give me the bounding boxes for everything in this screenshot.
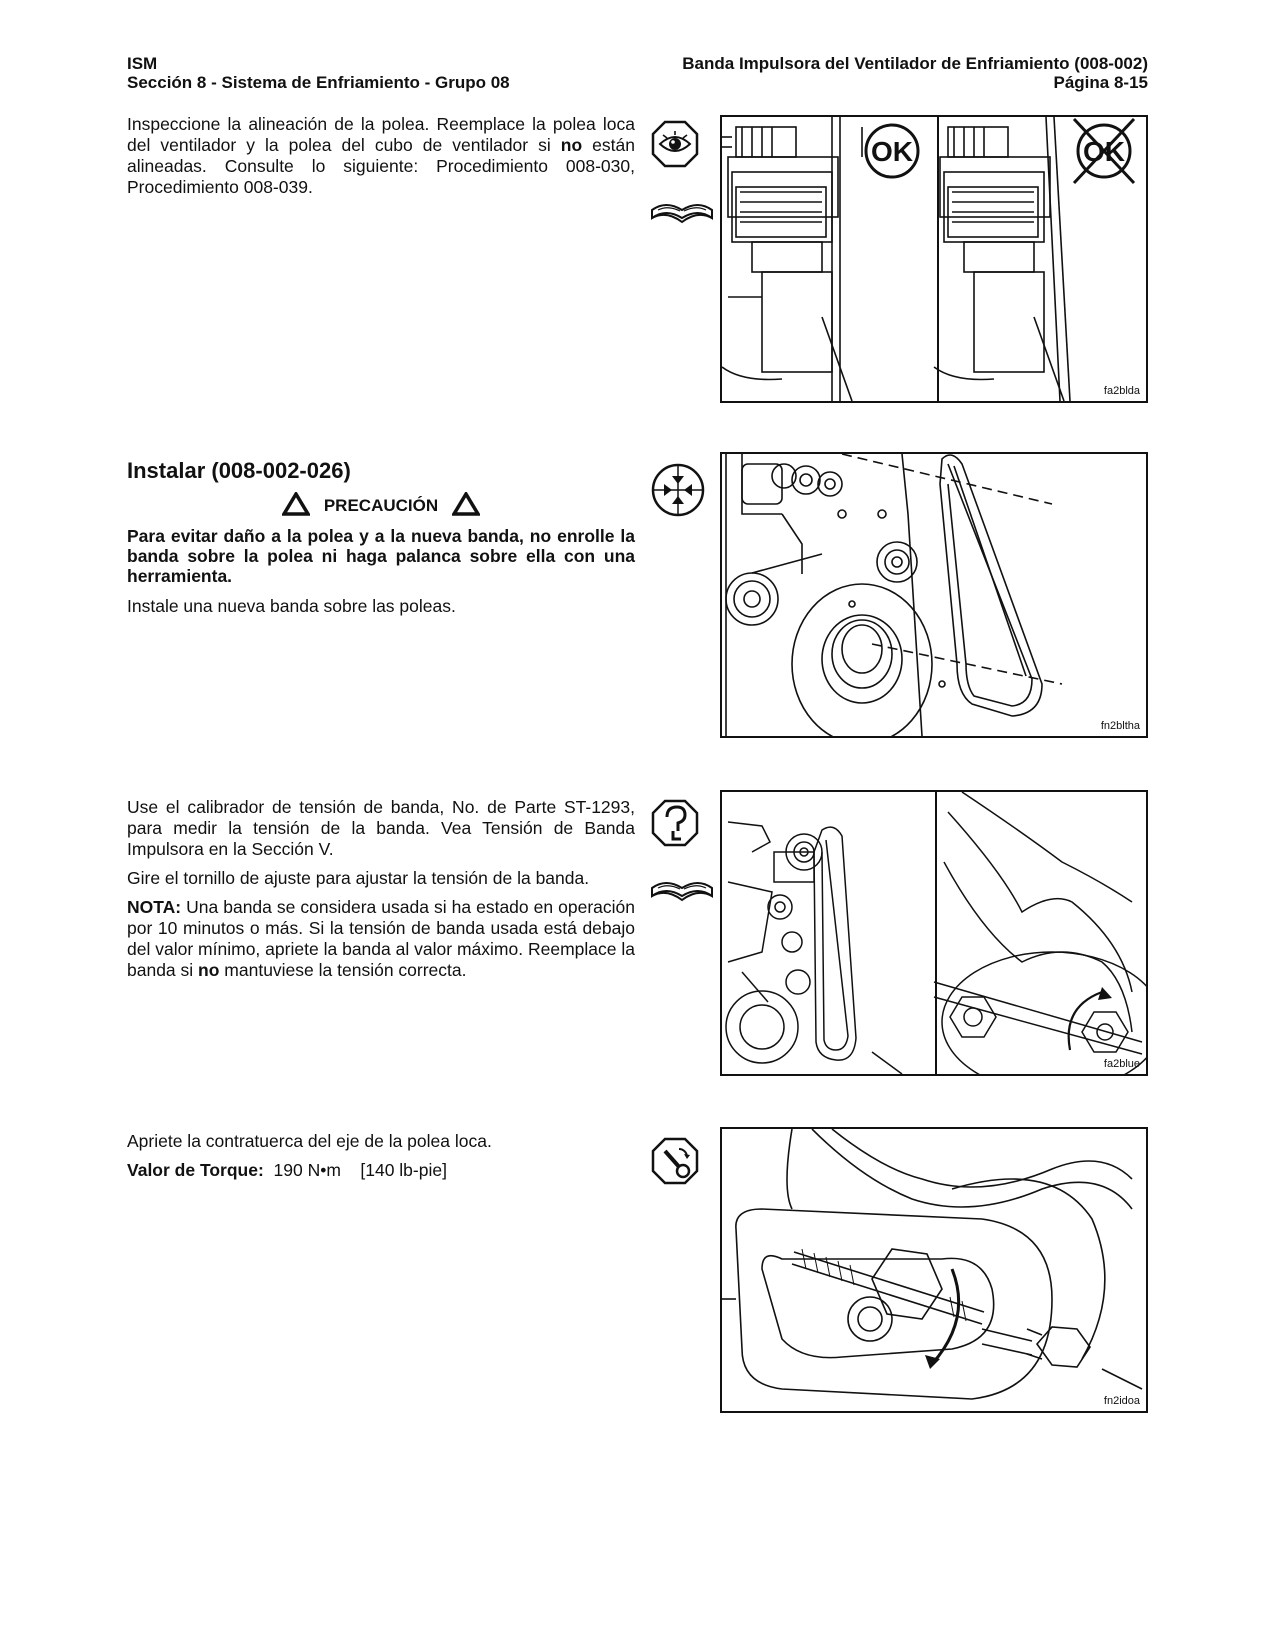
warning-triangle-icon bbox=[280, 490, 311, 521]
caution-text: Para evitar daño a la polea y a la nueva… bbox=[127, 526, 635, 586]
figure-code: fa2blda bbox=[1103, 385, 1140, 397]
manual-reference-icon bbox=[650, 196, 714, 231]
tighten-locknut-text: Apriete la contratuerca del eje de la po… bbox=[127, 1131, 492, 1180]
caution-header: PRECAUCIÓN bbox=[127, 490, 635, 521]
torque-value: 190 N•m bbox=[273, 1160, 341, 1180]
figure-code: fa2blue bbox=[1103, 1058, 1140, 1070]
torque-label: Valor de Torque: bbox=[127, 1160, 264, 1180]
section-name: Sección 8 - Sistema de Enfriamiento - Gr… bbox=[127, 73, 510, 92]
header-right: Banda Impulsora del Ventilador de Enfria… bbox=[682, 54, 1148, 92]
pulley-alignment-figure: OK OK fa2blda bbox=[720, 115, 1148, 403]
figure-code: fn2bltha bbox=[1100, 720, 1140, 732]
topic-title: Banda Impulsora del Ventilador de Enfria… bbox=[682, 54, 1148, 73]
svg-text:OK: OK bbox=[871, 136, 913, 167]
ok-badge: OK bbox=[864, 123, 920, 179]
install-heading: Instalar (008-002-026) bbox=[127, 458, 351, 483]
install-belt-figure: fn2bltha bbox=[720, 452, 1148, 738]
caution-label: PRECAUCIÓN bbox=[323, 495, 439, 515]
page-number: Página 8-15 bbox=[1053, 73, 1149, 92]
torque-imperial: [140 lb-pie] bbox=[360, 1160, 447, 1180]
inspect-alignment-text: Inspeccione la alineación de la polea. R… bbox=[127, 114, 635, 197]
install-arrows-icon bbox=[650, 462, 706, 523]
locknut-torque-figure: fn2idoa bbox=[720, 1127, 1148, 1413]
torque-wrench-icon bbox=[651, 1137, 699, 1190]
figure-code: fn2idoa bbox=[1103, 1395, 1140, 1407]
warning-triangle-icon bbox=[451, 490, 482, 521]
install-belt-text: Instale una nueva banda sobre las poleas… bbox=[127, 596, 456, 616]
inspect-eye-icon bbox=[651, 120, 699, 173]
belt-tension-figure: fa2blue bbox=[720, 790, 1148, 1076]
manual-reference-icon bbox=[650, 874, 714, 909]
measure-tension-text: Use el calibrador de tensión de banda, N… bbox=[127, 797, 635, 980]
manual-name: ISM bbox=[127, 54, 158, 73]
not-ok-badge: OK bbox=[1072, 117, 1136, 185]
measure-gauge-icon bbox=[651, 799, 699, 852]
header-left: ISM Sección 8 - Sistema de Enfriamiento … bbox=[127, 54, 510, 92]
